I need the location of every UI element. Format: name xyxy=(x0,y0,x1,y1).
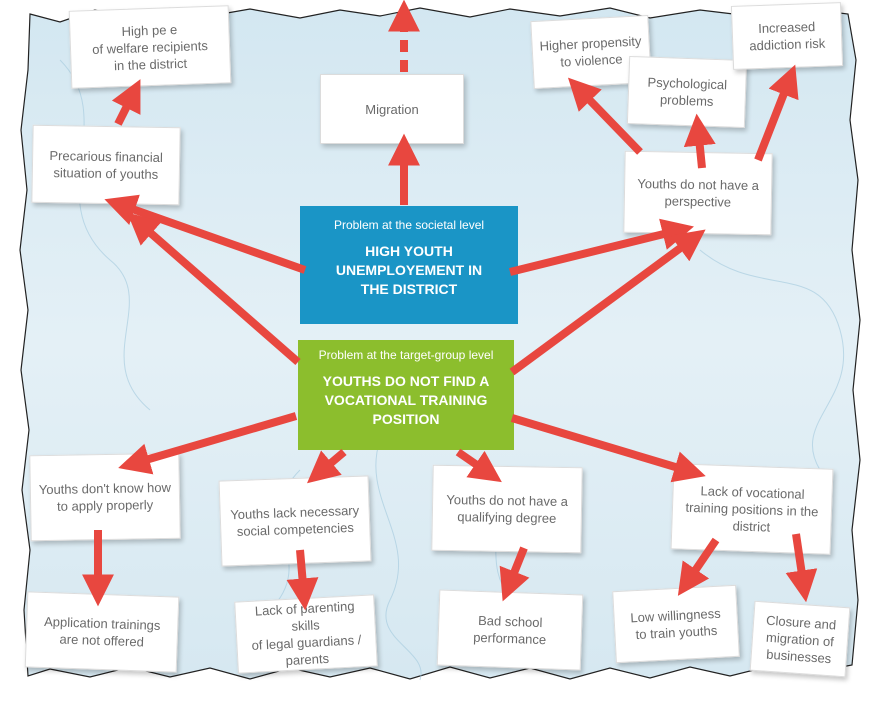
societal-problem-title: HIGH YOUTH UNEMPLOYEMENT IN THE DISTRICT xyxy=(335,243,483,297)
societal-problem-box: Problem at the societal level HIGH YOUTH… xyxy=(300,206,518,324)
target-group-problem-title: YOUTHS DO NOT FIND A VOCATIONAL TRAINING… xyxy=(322,373,490,427)
target-group-problem-label: Problem at the target-group level xyxy=(318,348,494,362)
societal-problem-label: Problem at the societal level xyxy=(333,218,485,232)
effect-migration: Migration xyxy=(320,74,464,144)
target-group-problem-box: Problem at the target-group level YOUTHS… xyxy=(298,340,514,450)
